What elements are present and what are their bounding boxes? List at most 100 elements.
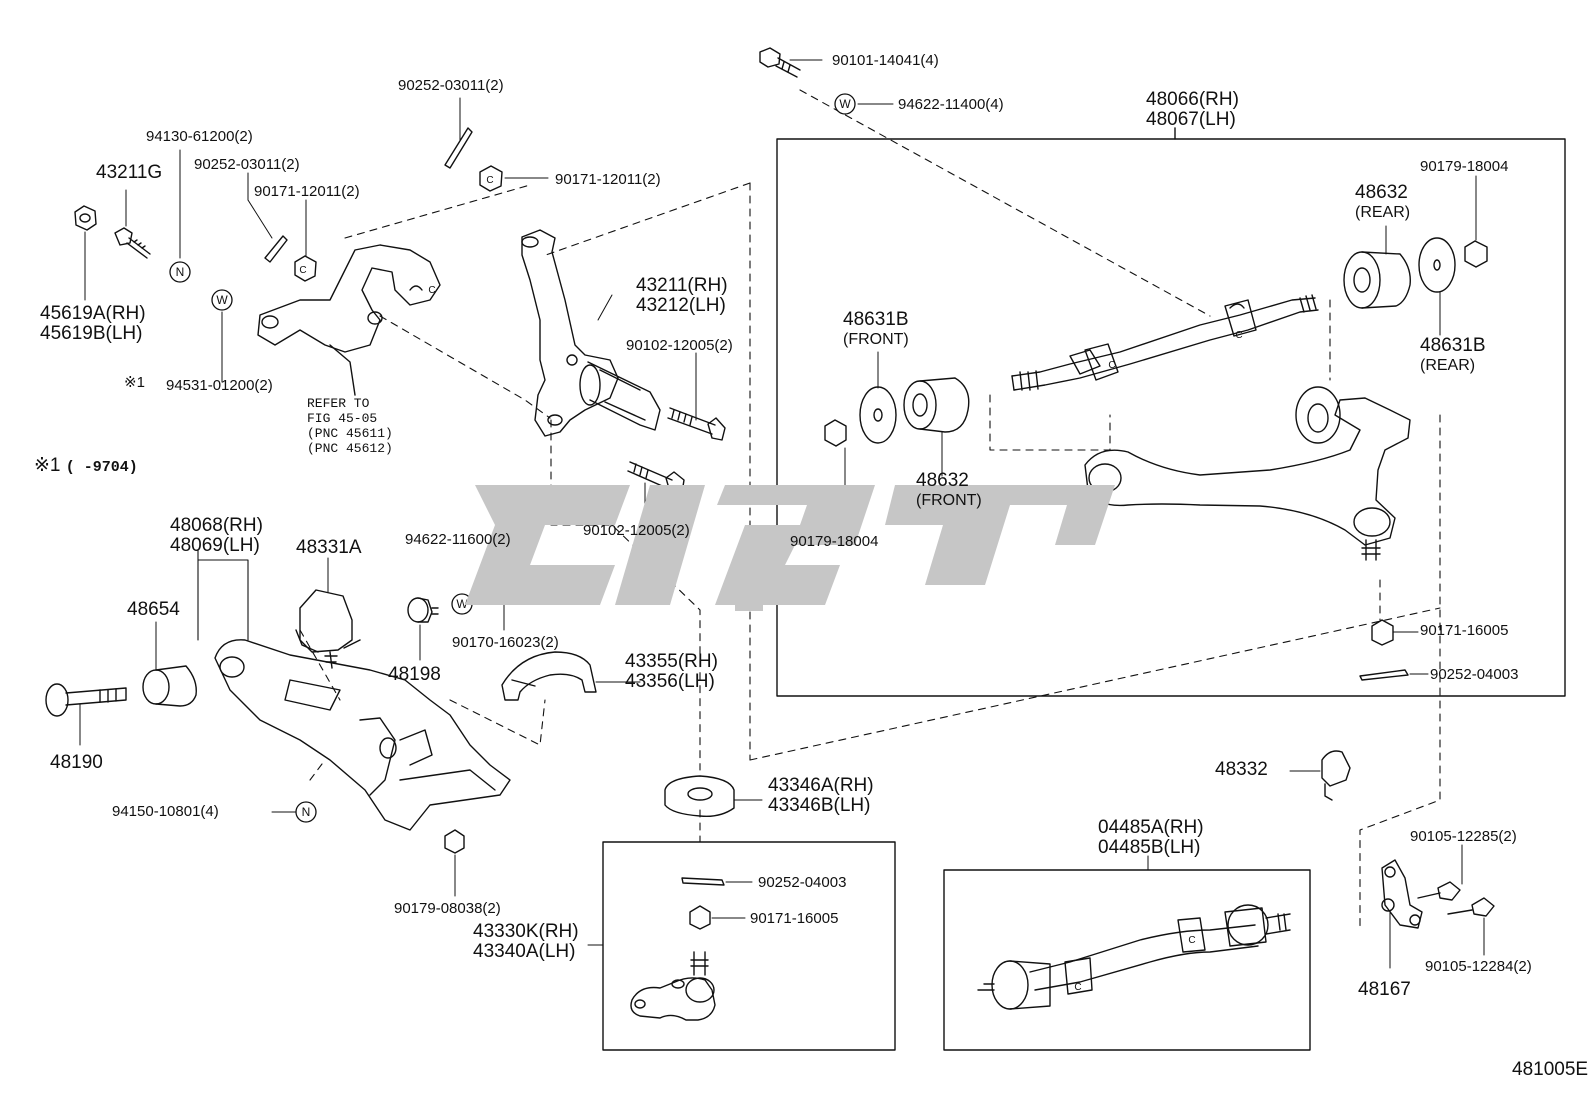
part-label: 90179-18004 <box>1420 158 1509 175</box>
part-label: 43346A(RH) <box>768 775 874 796</box>
w-washer-marker: W <box>211 289 233 311</box>
bolt-icon <box>114 227 151 259</box>
part-label: 43356(LH) <box>625 671 715 692</box>
bump-stopper-icon <box>295 589 361 669</box>
part-label: 48332 <box>1215 759 1268 780</box>
w-washer-marker-label: W <box>456 597 468 611</box>
part-label: 90171-16005 <box>1420 622 1509 639</box>
nut-icon <box>824 419 847 447</box>
upper-arm-kit-box <box>943 869 1311 1051</box>
part-label: 48067(LH) <box>1146 109 1236 130</box>
control-arm-icon <box>214 639 511 831</box>
knuckle-icon <box>521 229 661 437</box>
part-label-group: 48631B (REAR) <box>1420 336 1486 376</box>
nut-icon <box>444 829 465 854</box>
part-label-group: 48066(RH) 48067(LH) <box>1146 90 1239 130</box>
bolt-icon <box>667 407 726 441</box>
part-label: 90105-12285(2) <box>1410 828 1517 845</box>
part-label: 90252-04003 <box>758 874 847 891</box>
part-label: 48632 <box>916 470 969 491</box>
part-label-group: 48632 (FRONT) <box>916 471 982 511</box>
part-label: 04485B(LH) <box>1098 837 1201 858</box>
part-label-qualifier: (REAR) <box>1355 204 1411 221</box>
part-label-group: 43330K(RH) 43340A(LH) <box>473 922 579 962</box>
bump-stopper-icon <box>664 775 735 818</box>
part-label: 94150-10801(4) <box>112 803 219 820</box>
part-label: 94130-61200(2) <box>146 128 253 145</box>
bushing-icon <box>903 377 970 433</box>
part-label: 90179-18004 <box>790 533 879 550</box>
w-washer-marker: W <box>834 93 856 115</box>
part-label: 94531-01200(2) <box>166 377 273 394</box>
w-washer-marker-label: W <box>216 293 228 307</box>
part-label: 90252-03011(2) <box>398 77 504 94</box>
upper-arm-kit-icon <box>977 904 1291 1010</box>
nut-icon <box>1371 619 1394 646</box>
bump-stopper-icon <box>1321 750 1351 801</box>
refer-note-line: FIG 45-05 <box>307 411 378 426</box>
w-washer-marker-label: W <box>839 97 851 111</box>
c-mark: C <box>1074 982 1081 993</box>
bolt-icon <box>45 683 127 717</box>
part-label: 48066(RH) <box>1146 89 1239 110</box>
part-label: 43212(LH) <box>636 295 726 316</box>
knuckle-arm-icon <box>257 244 441 396</box>
part-label: 43330K(RH) <box>473 921 579 942</box>
part-label-group: 48632 (REAR) <box>1355 183 1410 223</box>
part-label: 43340A(LH) <box>473 941 576 962</box>
bolt-icon <box>1447 897 1495 917</box>
part-label: 48068(RH) <box>170 515 263 536</box>
cotter-pin-icon <box>444 127 473 169</box>
c-mark: C <box>299 265 306 276</box>
part-label: 94622-11400(4) <box>898 96 1004 113</box>
w-washer-marker: W <box>451 593 473 615</box>
washer-icon <box>859 386 897 444</box>
footnote-mark: ※1 <box>124 374 145 391</box>
c-mark: C <box>1235 330 1242 341</box>
part-label: 48190 <box>50 752 103 773</box>
part-label-qualifier: (FRONT) <box>843 331 909 348</box>
c-mark: C <box>428 285 435 296</box>
refer-note-line: (PNC 45612) <box>307 441 393 456</box>
part-label: 45619B(LH) <box>40 323 143 344</box>
part-label-group: 43346A(RH) 43346B(LH) <box>768 776 874 816</box>
part-label: 48069(LH) <box>170 535 260 556</box>
part-label-group: 04485A(RH) 04485B(LH) <box>1098 818 1204 858</box>
part-label: 90252-04003 <box>1430 666 1519 683</box>
part-label: 48198 <box>388 664 441 685</box>
part-label: 48167 <box>1358 979 1411 1000</box>
part-label: 48654 <box>127 599 180 620</box>
bolt-icon <box>1417 881 1461 901</box>
bushing-icon <box>142 665 197 707</box>
part-label: 90102-12005(2) <box>626 337 733 354</box>
upper-arm-assembly-box <box>776 138 1566 697</box>
c-mark: C <box>486 175 493 186</box>
footnote: ※1 ( -9704) <box>34 456 138 476</box>
nut-icon <box>479 165 503 192</box>
n-washer-marker-label: N <box>302 805 311 819</box>
cotter-pin-icon <box>681 877 725 886</box>
footnote-mark: ※1 <box>34 455 61 476</box>
lower-ball-joint-box <box>602 841 896 1051</box>
part-label: 90105-12284(2) <box>1425 958 1532 975</box>
diagram-id: 481005E <box>1512 1059 1589 1080</box>
footnote-range: ( -9704) <box>65 459 138 476</box>
part-label: 43355(RH) <box>625 651 718 672</box>
stabilizer-bracket-icon <box>1381 859 1423 929</box>
assembly-dashed-lines <box>299 89 1441 931</box>
part-label-group: 43355(RH) 43356(LH) <box>625 652 718 692</box>
n-washer-marker: N <box>295 801 317 823</box>
part-label-qualifier: (REAR) <box>1420 357 1476 374</box>
washer-icon <box>1418 237 1456 293</box>
part-label: 90171-12011(2) <box>254 183 360 200</box>
nut-icon <box>74 205 97 231</box>
part-label: 04485A(RH) <box>1098 817 1204 838</box>
bolt-icon <box>759 47 801 78</box>
n-washer-marker: N <box>169 261 191 283</box>
part-label: 90102-12005(2) <box>583 522 690 539</box>
nut-icon <box>294 255 317 282</box>
part-label: 48632 <box>1355 182 1408 203</box>
part-label-group: 45619A(RH) 45619B(LH) <box>40 304 146 344</box>
